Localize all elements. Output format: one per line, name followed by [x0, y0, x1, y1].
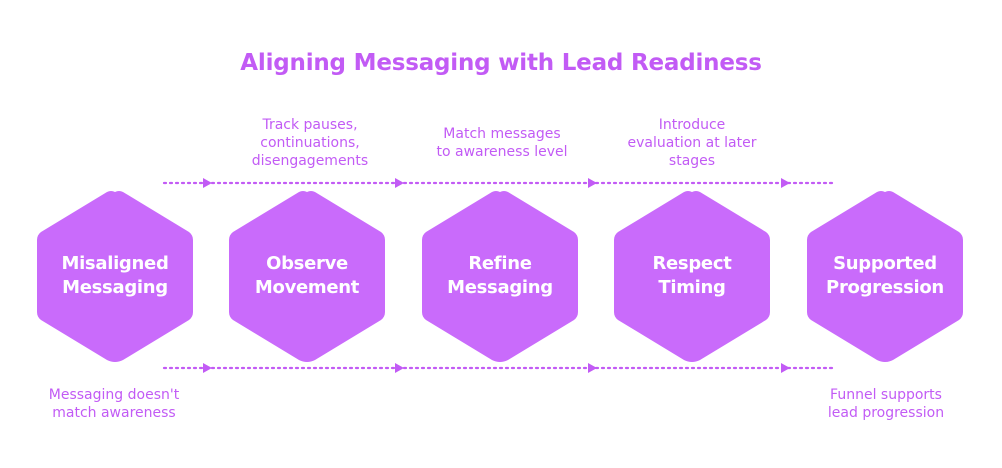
hexagon-shape — [807, 191, 963, 362]
caption-introduce-evaluation: Introduce evaluation at later stages — [592, 116, 792, 170]
caption-line: lead progression — [827, 405, 945, 421]
step-label-line: Respect — [652, 253, 732, 274]
caption-line: evaluation at later — [627, 135, 757, 151]
caption-line: Funnel supports — [830, 387, 942, 403]
step-label: Supported Progression — [805, 190, 965, 362]
step-supported-progression: Supported Progression — [805, 190, 965, 362]
step-label-line: Messaging — [62, 277, 168, 298]
step-label: Misaligned Messaging — [35, 190, 195, 362]
step-label: Refine Messaging — [420, 190, 580, 362]
hexagon-shape — [422, 191, 578, 362]
caption-line: match awareness — [52, 405, 176, 421]
caption-line: Introduce — [658, 117, 726, 133]
caption-track-pauses: Track pauses, continuations, disengageme… — [210, 116, 410, 170]
step-observe-movement: Observe Movement — [227, 190, 387, 362]
caption-line: Messaging doesn't — [48, 387, 180, 403]
caption-line: continuations, — [260, 135, 360, 151]
step-label-line: Movement — [254, 277, 360, 298]
arrowhead-icon — [395, 363, 404, 373]
step-label-line: Supported — [833, 253, 937, 274]
caption-line: to awareness level — [436, 144, 568, 160]
arrowhead-icon — [781, 178, 790, 188]
arrowhead-icon — [203, 363, 212, 373]
caption-line: stages — [668, 153, 716, 169]
caption-line: Match messages — [443, 126, 561, 142]
caption-messaging-mismatch: Messaging doesn't match awareness — [14, 386, 214, 422]
hexagon-shape — [614, 191, 770, 362]
caption-line: disengagements — [251, 153, 369, 169]
caption-line: Track pauses, — [262, 117, 358, 133]
step-label-line: Messaging — [447, 277, 553, 298]
caption-funnel-supports: Funnel supports lead progression — [786, 386, 986, 422]
hexagon-shape — [37, 191, 193, 362]
step-misaligned-messaging: Misaligned Messaging — [35, 190, 195, 362]
step-refine-messaging: Refine Messaging — [420, 190, 580, 362]
hexagon-shape — [229, 191, 385, 362]
step-label-line: Observe — [266, 253, 348, 274]
step-respect-timing: Respect Timing — [612, 190, 772, 362]
step-label-line: Misaligned — [61, 253, 169, 274]
arrowhead-icon — [395, 178, 404, 188]
diagram-title: Aligning Messaging with Lead Readiness — [240, 50, 762, 76]
arrowhead-icon — [588, 363, 597, 373]
step-label-line: Refine — [468, 253, 532, 274]
caption-match-messages: Match messages to awareness level — [402, 125, 602, 161]
step-label: Observe Movement — [227, 190, 387, 362]
step-label-line: Timing — [658, 277, 726, 298]
step-label-line: Progression — [826, 277, 944, 298]
arrowhead-icon — [588, 178, 597, 188]
arrowhead-icon — [781, 363, 790, 373]
step-label: Respect Timing — [612, 190, 772, 362]
arrowhead-icon — [203, 178, 212, 188]
